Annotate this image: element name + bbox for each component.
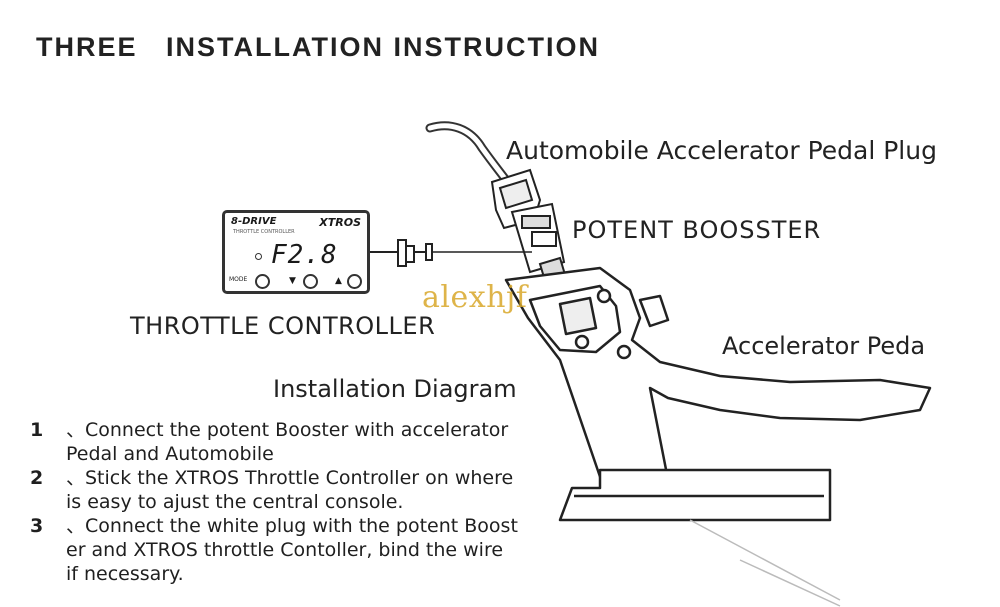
device-maker-logo: XTROS <box>319 216 361 229</box>
device-brand: 8-DRIVE <box>231 216 277 227</box>
step-text: 、Connect the white plug with the potent … <box>66 515 518 585</box>
watermark: alexhjf <box>422 280 528 315</box>
instruction-steps: 1 、Connect the potent Booster with accel… <box>30 418 590 586</box>
ground-line <box>689 519 841 607</box>
step-text: 、Connect the potent Booster with acceler… <box>66 419 509 465</box>
up-arrow-icon: ▲ <box>335 276 342 286</box>
list-item: 1 、Connect the potent Booster with accel… <box>30 418 590 466</box>
controller-wire <box>370 239 532 267</box>
label-potent-booster: POTENT BOOSSTER <box>572 216 822 244</box>
step-number: 3 <box>30 515 44 537</box>
label-throttle-controller: THROTTLE CONTROLLER <box>130 312 436 340</box>
label-pedal-plug: Automobile Accelerator Pedal Plug <box>506 136 937 165</box>
device-subtitle: THROTTLE CONTROLLER <box>233 229 295 235</box>
up-button <box>347 274 362 289</box>
list-item: 2 、Stick the XTROS Throttle Controller o… <box>30 466 590 514</box>
step-text: 、Stick the XTROS Throttle Controller on … <box>66 467 514 513</box>
throttle-controller-device: 8-DRIVE XTROS THROTTLE CONTROLLER F2.8 M… <box>222 210 370 294</box>
down-arrow-icon: ▼ <box>289 276 296 286</box>
list-item: 3 、Connect the white plug with the poten… <box>30 514 590 586</box>
booster-module <box>510 202 568 286</box>
status-dot-icon <box>255 253 262 260</box>
label-accelerator-pedal: Accelerator Peda <box>722 332 926 360</box>
label-installation-diagram: Installation Diagram <box>273 375 517 403</box>
step-number: 2 <box>30 467 44 489</box>
mode-button <box>255 274 270 289</box>
down-button <box>303 274 318 289</box>
step-number: 1 <box>30 419 44 441</box>
device-readout: F2.8 <box>271 240 338 270</box>
accelerator-pedal <box>504 266 932 522</box>
device-mode-label: MODE <box>229 276 248 283</box>
page-title: THREE INSTALLATION INSTRUCTION <box>36 32 600 62</box>
